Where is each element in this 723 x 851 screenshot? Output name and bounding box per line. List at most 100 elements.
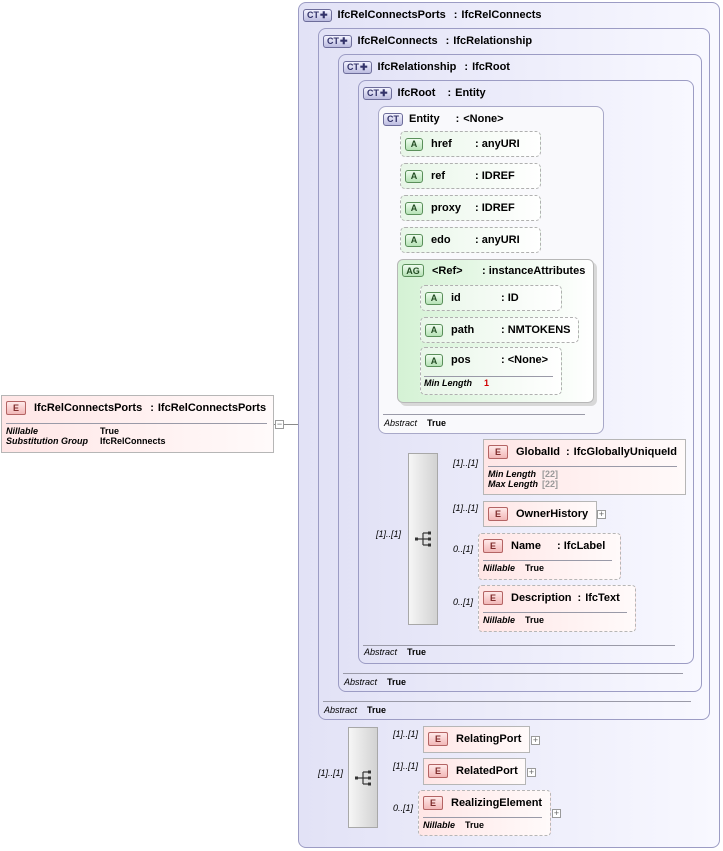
realizingelement-cardinality: 0..[1]	[393, 803, 414, 813]
attribute-icon: A	[405, 169, 423, 183]
element-name: RelatingPort	[456, 733, 522, 745]
attribute-icon: A	[405, 201, 423, 215]
attribute-edo[interactable]: A edo : anyURI	[400, 227, 541, 253]
element-icon: E	[488, 445, 508, 459]
element-name: Name	[511, 540, 541, 552]
ct-base: Entity	[455, 87, 486, 99]
attribute-name: pos	[451, 354, 471, 366]
element-type: IfcLabel	[563, 540, 606, 552]
expand-toggle[interactable]: +	[597, 509, 606, 519]
element-ownerhistory[interactable]: E OwnerHistory	[483, 501, 597, 527]
element-type: IfcGloballyUniqueId	[573, 446, 677, 458]
element-icon: E	[488, 507, 508, 521]
sequence-cardinality: [1]..[1]	[376, 529, 402, 539]
attribute-type: IDREF	[481, 202, 515, 214]
attribute-name: href	[431, 138, 452, 150]
ct-name: IfcRoot	[397, 87, 436, 99]
ct-base: IfcRelationship	[453, 35, 533, 47]
element-icon: E	[483, 539, 503, 553]
attribute-id[interactable]: A id : ID	[420, 285, 562, 311]
root-element-type: IfcRelConnectsPorts	[157, 402, 267, 414]
element-icon: E	[6, 401, 26, 415]
attribute-proxy[interactable]: A proxy : IDREF	[400, 195, 541, 221]
element-type: IfcText	[585, 592, 620, 604]
attribute-type: anyURI	[481, 138, 520, 150]
ct-name: Entity	[409, 113, 440, 125]
attribute-type: NMTOKENS	[507, 324, 571, 336]
description-cardinality: 0..[1]	[453, 597, 474, 607]
element-icon: E	[428, 732, 448, 746]
root-element[interactable]: E IfcRelConnectsPorts : IfcRelConnectsPo…	[1, 395, 274, 453]
attribute-name: ref	[431, 170, 446, 182]
relatingport-cardinality: [1]..[1]	[393, 729, 419, 739]
attribute-type: ID	[507, 292, 519, 304]
element-icon: E	[423, 796, 443, 810]
element-globalid[interactable]: E GlobalId : IfcGloballyUniqueId Min Len…	[483, 439, 686, 495]
element-icon: E	[428, 764, 448, 778]
attribute-path[interactable]: A path : NMTOKENS	[420, 317, 579, 343]
ct-icon: CT	[383, 112, 403, 126]
sequence-box[interactable]	[408, 453, 438, 625]
element-name: RealizingElement	[451, 797, 543, 809]
expand-toggle[interactable]: +	[527, 767, 536, 777]
globalid-max-length: Max Length[22]	[488, 479, 559, 489]
ct-icon: CT✚	[363, 86, 392, 100]
sequence-icon	[415, 531, 431, 547]
element-name: RelatedPort	[456, 765, 518, 777]
element-name: GlobalId	[516, 446, 560, 458]
ct-base: <None>	[463, 113, 504, 125]
ct-icon: CT✚	[343, 60, 372, 74]
attribute-type: anyURI	[481, 234, 520, 246]
element-name: OwnerHistory	[516, 508, 589, 520]
ct-name: IfcRelationship	[377, 61, 457, 73]
attribute-name: path	[451, 324, 475, 336]
relatedport-cardinality: [1]..[1]	[393, 761, 419, 771]
attribute-name: edo	[431, 234, 451, 246]
element-icon: E	[483, 591, 503, 605]
attribute-icon: A	[425, 323, 443, 337]
collapse-toggle[interactable]: −	[275, 419, 284, 429]
ownerhistory-cardinality: [1]..[1]	[453, 503, 479, 513]
ct-base: IfcRoot	[472, 61, 510, 73]
attribute-type: <None>	[507, 354, 549, 366]
expand-toggle[interactable]: +	[552, 808, 561, 818]
globalid-min-length: Min Length[22]	[488, 469, 559, 479]
attribute-href[interactable]: A href : anyURI	[400, 131, 541, 157]
attribute-icon: A	[405, 137, 423, 151]
attribute-group-name: <Ref>	[432, 264, 463, 277]
expand-toggle[interactable]: +	[531, 735, 540, 745]
element-name: Description	[511, 592, 572, 604]
globalid-cardinality: [1]..[1]	[453, 458, 479, 468]
attribute-name: id	[451, 292, 461, 304]
ports-sequence-box[interactable]	[348, 727, 378, 828]
attribute-icon: A	[425, 291, 443, 305]
ct-name: IfcRelConnectsPorts	[337, 9, 446, 21]
ports-sequence-cardinality: [1]..[1]	[318, 768, 344, 778]
name-cardinality: 0..[1]	[453, 544, 474, 554]
ct-base: IfcRelConnects	[461, 9, 542, 21]
attribute-name: proxy	[431, 202, 461, 214]
attribute-type: IDREF	[481, 170, 515, 182]
attribute-group-type: instanceAttributes	[488, 264, 586, 277]
ct-icon: CT✚	[323, 34, 352, 48]
element-relatingport[interactable]: E RelatingPort	[423, 726, 530, 753]
attribute-ref[interactable]: A ref : IDREF	[400, 163, 541, 189]
element-relatedport[interactable]: E RelatedPort	[423, 758, 526, 785]
attribute-group-icon: AG	[402, 264, 424, 277]
sequence-icon	[355, 770, 371, 786]
ct-name: IfcRelConnects	[357, 35, 438, 47]
